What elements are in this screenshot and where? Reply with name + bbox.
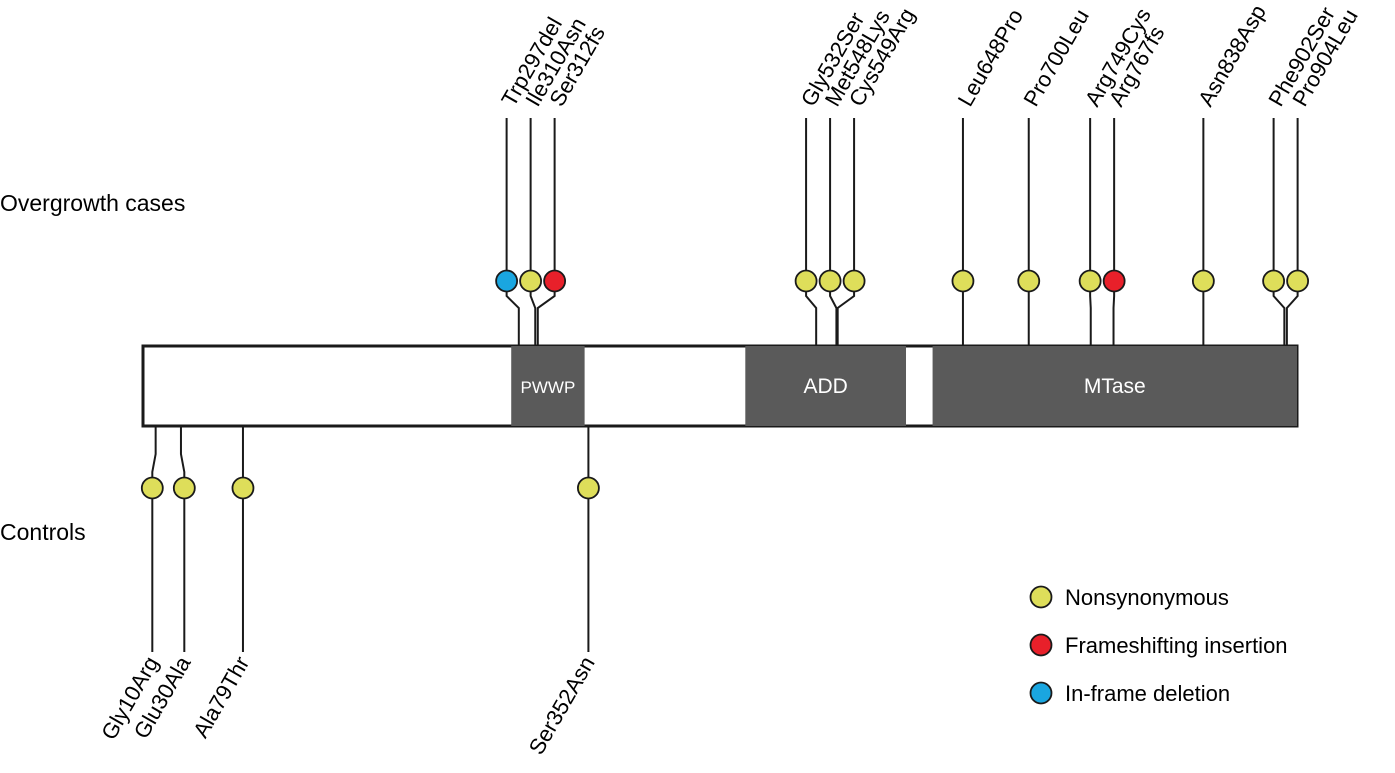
case-marker-pro904leu xyxy=(1286,269,1310,293)
domain-pwwp xyxy=(511,346,585,426)
case-stem-gly532ser xyxy=(805,118,818,346)
case-stem-ser312fs xyxy=(536,118,556,346)
case-stem-arg749cys xyxy=(1089,118,1092,346)
case-marker-phe902ser xyxy=(1262,269,1286,293)
legend-label-nonsynonymous: Nonsynonymous xyxy=(1065,585,1229,610)
case-marker-asn838asp xyxy=(1191,269,1215,293)
domain-label-pwwp: PWWP xyxy=(521,378,576,397)
case-marker-pro700leu xyxy=(1017,269,1041,293)
domain-label-add: ADD xyxy=(803,375,847,398)
case-marker-ile310asn xyxy=(519,269,543,293)
case-marker-leu648pro xyxy=(951,269,975,293)
case-label-asn838asp: Asn838Asp xyxy=(1193,1,1271,111)
case-stem-ile310asn xyxy=(529,118,537,346)
protein-track: PWWP ADD MTase xyxy=(141,344,1299,428)
control-label-ser352asn: Ser352Asn xyxy=(524,652,600,759)
case-marker-ser312fs xyxy=(543,269,567,293)
case-marker-arg749cys xyxy=(1078,269,1102,293)
case-marker-arg767fs xyxy=(1102,269,1126,293)
control-label-ala79thr: Ala79Thr xyxy=(188,652,254,742)
case-stem-phe902ser xyxy=(1272,118,1286,346)
controls-row-label: Controls xyxy=(0,519,86,545)
case-stem-met548lys xyxy=(829,118,838,346)
control-stem-gly10arg xyxy=(151,426,157,652)
control-marker-ala79thr xyxy=(231,476,255,500)
legend-swatch-frameshifting-insertion xyxy=(1029,633,1053,657)
control-marker-gly10arg xyxy=(140,476,164,500)
case-marker-cys549arg xyxy=(842,269,866,293)
case-stem-trp297del xyxy=(505,118,520,346)
control-marker-ser352asn xyxy=(577,476,600,500)
domain-label-mtase: MTase xyxy=(1084,375,1146,398)
domain-add xyxy=(745,346,907,426)
legend-swatch-in-frame-deletion xyxy=(1029,681,1053,705)
control-stem-glu30ala xyxy=(179,426,186,652)
case-label-leu648pro: Leu648Pro xyxy=(953,5,1028,111)
case-stem-pro904leu xyxy=(1285,118,1299,346)
control-marker-glu30ala xyxy=(172,476,196,500)
case-stem-cys549arg xyxy=(836,118,856,346)
legend-label-in-frame-deletion: In-frame deletion xyxy=(1065,681,1230,706)
case-marker-trp297del xyxy=(495,269,519,293)
case-marker-met548lys xyxy=(818,269,842,293)
case-stem-arg767fs xyxy=(1112,118,1116,346)
legend-label-frameshifting-insertion: Frameshifting insertion xyxy=(1065,633,1288,658)
case-marker-gly532ser xyxy=(794,269,818,293)
domain-mtase xyxy=(932,346,1297,426)
legend-swatch-nonsynonymous xyxy=(1029,585,1053,609)
cases-row-label: Overgrowth cases xyxy=(0,190,185,216)
